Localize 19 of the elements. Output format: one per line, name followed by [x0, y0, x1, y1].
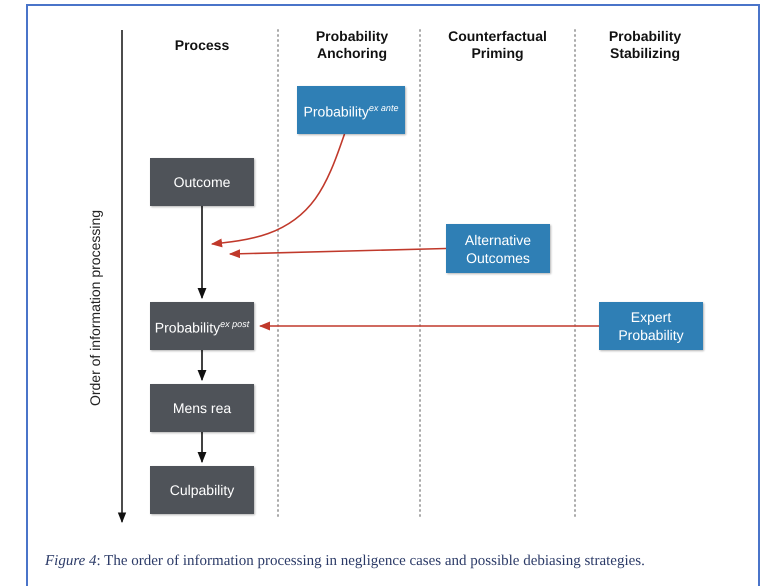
strategy-box: Alternative Outcomes — [446, 224, 550, 273]
axis-label: Order of information processing — [87, 208, 103, 408]
arrow — [198, 206, 206, 300]
process-box: Mens rea — [150, 384, 254, 432]
column-heading: Probability Anchoring — [314, 28, 390, 62]
process-box: Probability$^{ex post}$ — [150, 302, 254, 350]
column-heading: Counterfactual Priming — [447, 28, 548, 62]
arrow — [258, 322, 599, 330]
strategy-box: Probability$^{ex ante}$ — [297, 86, 405, 134]
column-heading: Process — [174, 37, 230, 54]
arrow — [210, 134, 346, 248]
process-box: Outcome — [150, 158, 254, 206]
arrow — [198, 432, 206, 464]
column-heading: Probability Stabilizing — [608, 28, 682, 62]
arrow — [228, 248, 446, 258]
strategy-box: Expert Probability — [599, 302, 703, 350]
process-box: Culpability — [150, 466, 254, 514]
arrow — [198, 350, 206, 382]
figure-caption: Figure 4: The order of information processing in negligence cases and possible debiasing strategies. — [45, 553, 645, 570]
